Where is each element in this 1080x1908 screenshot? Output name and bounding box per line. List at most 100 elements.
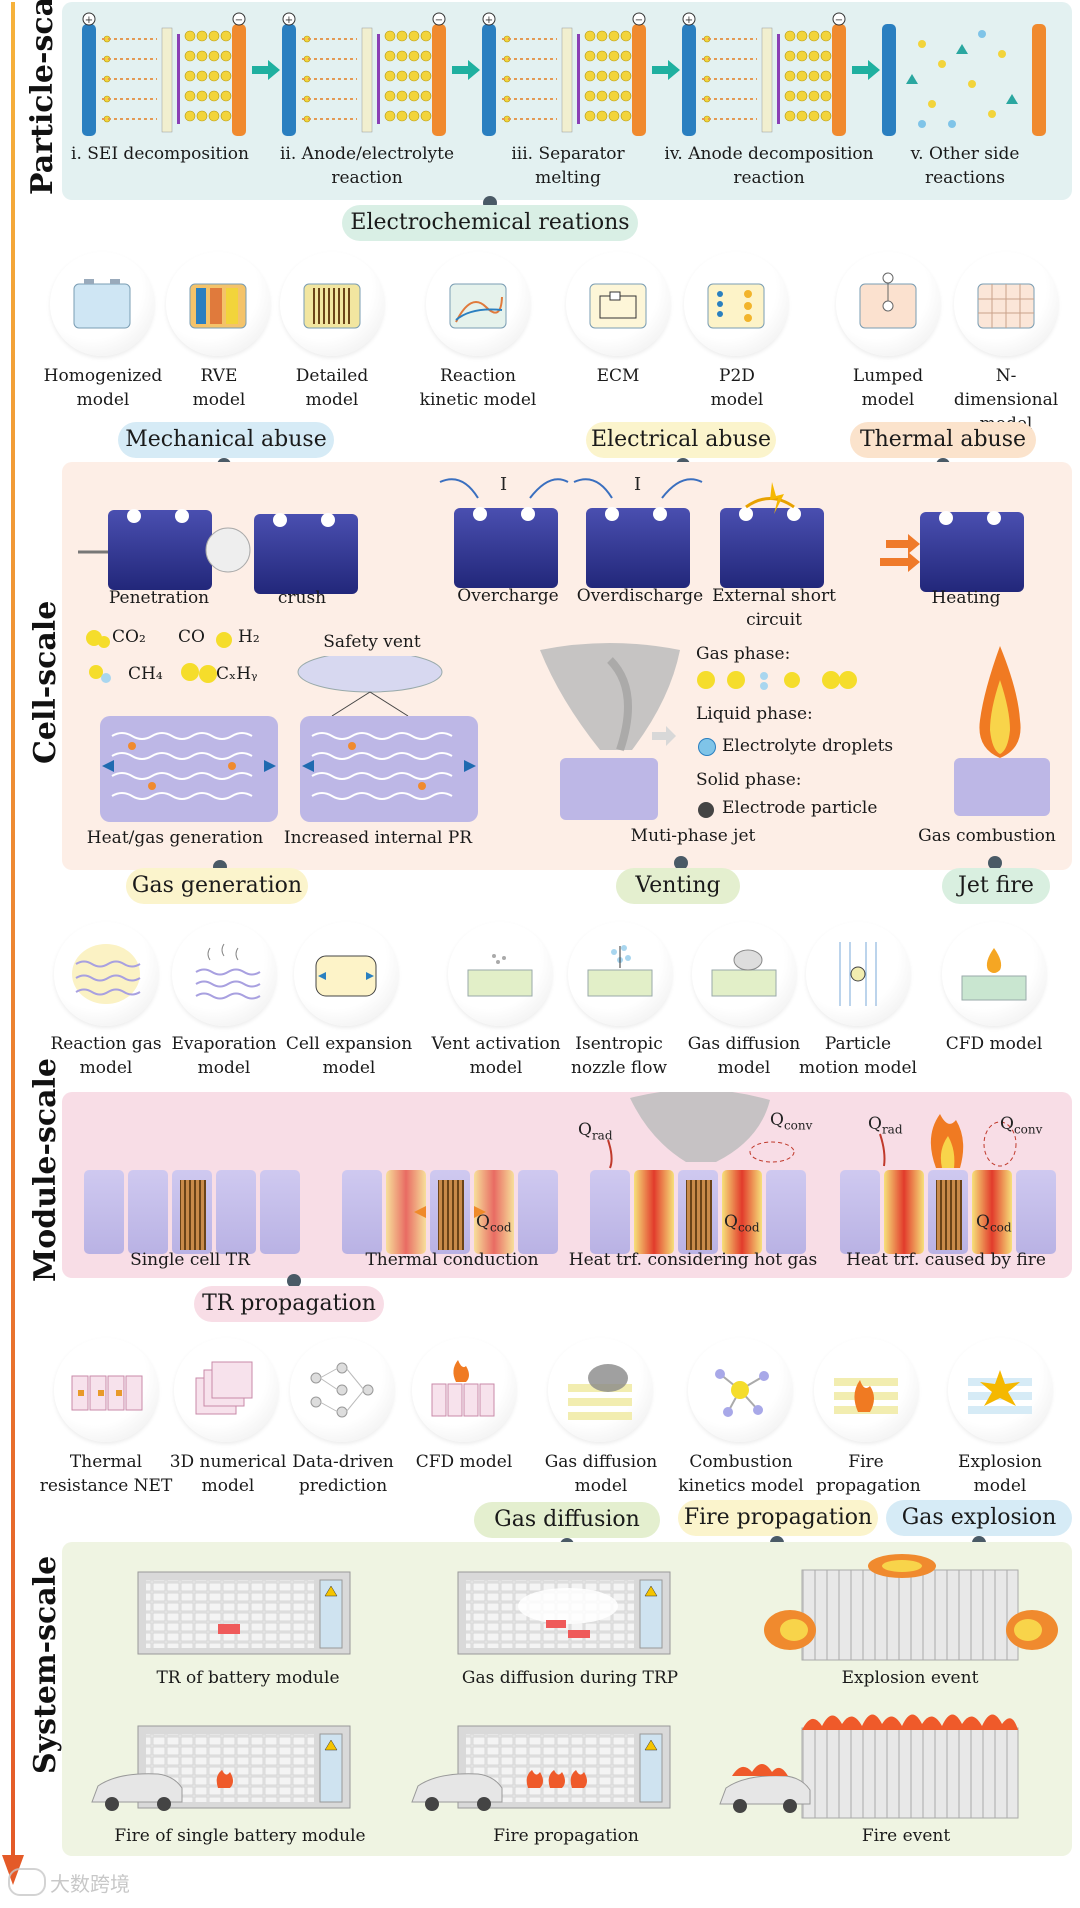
qconv-hot-gas: Qconv bbox=[770, 1110, 813, 1133]
gas-diffusion-pill: Gas diffusion bbox=[474, 1502, 660, 1538]
p2d-model-icon bbox=[684, 252, 788, 356]
gas-phase-label: Gas phase: bbox=[696, 644, 791, 664]
mechanical-abuse-pill: Mechanical abuse bbox=[118, 422, 334, 458]
cell-expansion-model-label: Cell expansion model bbox=[285, 1034, 413, 1078]
hot-gas-label: Heat trf. considering hot gas bbox=[568, 1250, 818, 1270]
electrical-abuse-pill: Electrical abuse bbox=[586, 422, 776, 458]
jet-fire-pill: Jet fire bbox=[942, 868, 1050, 904]
lumped-model-icon bbox=[836, 252, 940, 356]
heat-gas-label: Heat/gas generation bbox=[86, 828, 264, 848]
qrad-fire: Qrad bbox=[868, 1114, 903, 1137]
tr-battery-module-label: TR of battery module bbox=[156, 1668, 340, 1688]
system-scale-label: System-scale bbox=[28, 1555, 63, 1774]
fire-propagation-model-label: Fire propagation bbox=[816, 1452, 921, 1496]
lumped-model-label: Lumped model bbox=[852, 366, 924, 410]
watermark-logo bbox=[8, 1868, 46, 1896]
internal-pr-label: Increased internal PR bbox=[283, 828, 473, 848]
svg-text:+: + bbox=[85, 15, 93, 26]
reaction-gas-model-icon bbox=[54, 922, 158, 1026]
particle-motion-model-label: Particle motion model bbox=[799, 1034, 917, 1078]
rve-model-icon bbox=[166, 252, 270, 356]
fire-propagation-system-label: Fire propagation bbox=[493, 1826, 639, 1846]
detailed-model-label: Detailed model bbox=[295, 366, 369, 410]
tr-propagation-pill: TR propagation bbox=[194, 1286, 384, 1322]
combustion-kinetics-label: Combustion kinetics model bbox=[678, 1452, 804, 1496]
droplet-icon bbox=[698, 738, 716, 756]
particle-step-3: iii. Separator melting bbox=[511, 144, 625, 188]
qcod-conduction: Qcod bbox=[476, 1212, 512, 1235]
gas-generation-pill: Gas generation bbox=[126, 868, 308, 904]
cfd-model-label: CFD model bbox=[945, 1034, 1043, 1054]
abuse-cells bbox=[78, 478, 1024, 594]
watermark-text: 大数跨境 bbox=[50, 1872, 130, 1896]
jet-label: Muti-phase jet bbox=[630, 826, 756, 846]
qcod-hot-gas: Qcod bbox=[724, 1212, 760, 1235]
system-containers bbox=[91, 1554, 1058, 1819]
solid-phase-label: Solid phase: bbox=[696, 770, 802, 790]
particle-step-4: iv. Anode decomposition reaction bbox=[664, 144, 874, 188]
data-driven-icon bbox=[290, 1338, 394, 1442]
safety-vent-label: Safety vent bbox=[323, 632, 421, 652]
qrad-hot-gas: Qrad bbox=[578, 1120, 613, 1143]
evaporation-model-label: Evaporation model bbox=[171, 1034, 277, 1078]
particle-reaction-steps: + − bbox=[82, 12, 1046, 137]
n-dimensional-model-icon bbox=[954, 252, 1058, 356]
scale-axis-arrow bbox=[2, 2, 24, 1885]
cfd-model-icon bbox=[942, 922, 1046, 1026]
gas-diffusion-model-icon bbox=[692, 922, 796, 1026]
venting-pill: Venting bbox=[616, 868, 740, 904]
3d-numerical-model-icon bbox=[174, 1338, 278, 1442]
module-gas-diffusion-label: Gas diffusion model bbox=[544, 1452, 658, 1496]
homogenized-model-icon bbox=[50, 252, 154, 356]
p2d-model-label: P2D model bbox=[710, 366, 764, 410]
heating-label: Heating bbox=[931, 588, 1001, 608]
crush-label: crush bbox=[277, 588, 327, 608]
gas-combustion bbox=[954, 646, 1050, 816]
overdischarge-label: Overdischarge bbox=[576, 586, 704, 606]
fire-heat-label: Heat trf. caused by fire bbox=[846, 1250, 1046, 1270]
particle-step-2: ii. Anode/electrolyte reaction bbox=[279, 144, 455, 188]
co2-label: CO₂ bbox=[112, 627, 146, 647]
cell-scale-label: Cell-scale bbox=[28, 600, 63, 764]
qcod-fire: Qcod bbox=[976, 1212, 1012, 1235]
fire-event-label: Fire event bbox=[861, 1826, 951, 1846]
electrode-label: Electrode particle bbox=[722, 798, 878, 818]
gas-diffusion-trp-label: Gas diffusion during TRP bbox=[461, 1668, 679, 1688]
particle-step-1: i. SEI decomposition bbox=[71, 144, 249, 164]
penetration-label: Penetration bbox=[108, 588, 210, 608]
particle-motion-model-icon bbox=[806, 922, 910, 1026]
vent-activation-model-icon bbox=[448, 922, 552, 1026]
module-cfd-model-label: CFD model bbox=[415, 1452, 513, 1472]
fire-propagation-icon bbox=[814, 1338, 918, 1442]
explosion-model-icon bbox=[948, 1338, 1052, 1442]
explosion-event-label: Explosion event bbox=[841, 1668, 979, 1688]
ecm-label: ECM bbox=[596, 366, 640, 386]
gas-explosion-pill: Gas explosion bbox=[886, 1500, 1072, 1536]
h2-label: H₂ bbox=[238, 627, 260, 647]
evaporation-model-icon bbox=[172, 922, 276, 1026]
ecm-icon bbox=[566, 252, 670, 356]
module-diagrams bbox=[84, 1092, 1056, 1254]
qconv-fire: Qconv bbox=[1000, 1114, 1043, 1137]
jet-fire-dot bbox=[988, 856, 1002, 870]
overcharge-current-symbol: I bbox=[500, 474, 508, 495]
electrolyte-label: Electrolyte droplets bbox=[722, 736, 894, 756]
data-driven-label: Data-driven prediction bbox=[292, 1452, 394, 1496]
overcharge-label: Overcharge bbox=[457, 586, 559, 606]
reaction-kinetic-model-icon bbox=[426, 252, 530, 356]
isentropic-nozzle-label: Isentropic nozzle flow bbox=[570, 1034, 668, 1078]
gas-diffusion-model-label: Gas diffusion model bbox=[687, 1034, 801, 1078]
electrode-particle-icon bbox=[698, 802, 714, 818]
reaction-kinetic-model-label: Reaction kinetic model bbox=[419, 366, 537, 410]
particle-step-5: v. Other side reactions bbox=[910, 144, 1020, 188]
thermal-conduction-label: Thermal conduction bbox=[365, 1250, 539, 1270]
explosion-model-label: Explosion model bbox=[958, 1452, 1042, 1496]
svg-text:−: − bbox=[235, 15, 243, 26]
electrochemical-pill: Electrochemical reations bbox=[342, 205, 638, 241]
liquid-phase-label: Liquid phase: bbox=[696, 704, 813, 724]
gas-generation-cells bbox=[100, 656, 478, 822]
module-cfd-model-icon bbox=[412, 1338, 516, 1442]
fire-propagation-pill: Fire propagation bbox=[678, 1500, 878, 1536]
thermal-resistance-net-label: Thermal resistance NET bbox=[39, 1452, 173, 1496]
external-short-label: External short circuit bbox=[712, 586, 836, 630]
